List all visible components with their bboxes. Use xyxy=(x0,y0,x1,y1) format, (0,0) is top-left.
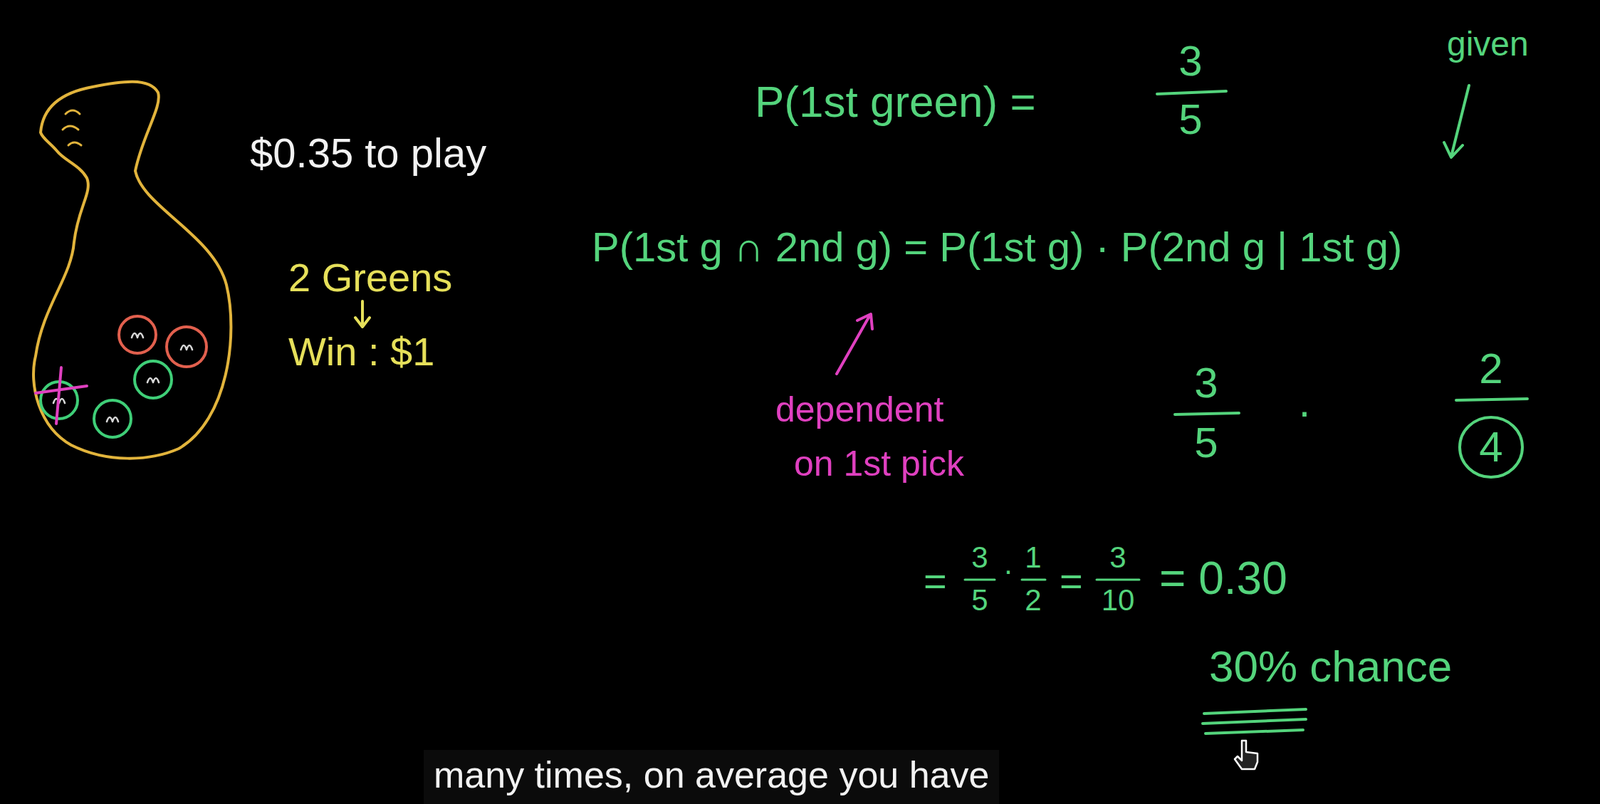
operator: · xyxy=(1003,555,1014,586)
red-ball xyxy=(118,316,156,354)
fraction-bar xyxy=(1021,578,1046,582)
fraction-digit: 1 xyxy=(1024,542,1042,573)
cursor-hand xyxy=(1234,740,1258,770)
operator: = xyxy=(923,561,948,601)
operator: · xyxy=(1297,390,1312,433)
result: = 0.30 xyxy=(1159,555,1288,601)
result-note: 30% chance xyxy=(1209,644,1452,689)
fraction-digit: 3 xyxy=(971,542,988,573)
rule-note: Win : $1 xyxy=(288,331,435,372)
fraction-digit: 10 xyxy=(1101,585,1136,616)
fraction-bar xyxy=(964,578,995,582)
fraction-digit: 2 xyxy=(1024,585,1042,616)
fraction-digit: 3 xyxy=(1178,39,1202,83)
fraction-bar xyxy=(1174,412,1239,415)
cross-out xyxy=(35,367,87,424)
fraction-digit: 5 xyxy=(1178,98,1202,141)
fraction-digit: 3 xyxy=(1109,542,1126,573)
vase-neck-scribble xyxy=(62,110,82,146)
operator: = xyxy=(1059,561,1084,601)
fraction-digit: 2 xyxy=(1478,347,1503,391)
green-ball xyxy=(134,361,172,399)
annotation: given xyxy=(1446,27,1529,62)
annotation: on 1st pick xyxy=(793,445,965,482)
fraction-digit: 5 xyxy=(971,585,988,616)
price-note: $0.35 to play xyxy=(249,132,487,174)
red-ball xyxy=(166,326,207,367)
equation: P(1st g ∩ 2nd g) = P(1st g) · P(2nd g | … xyxy=(591,226,1403,268)
double-underline xyxy=(1202,709,1306,734)
fraction-digit: 5 xyxy=(1194,421,1218,465)
given-arrow xyxy=(1444,85,1469,158)
down-arrow xyxy=(355,301,370,327)
annotation: dependent xyxy=(775,391,944,428)
fraction-bar xyxy=(1096,578,1140,582)
ball-marks xyxy=(53,333,193,422)
rule-note: 2 Greens xyxy=(288,257,453,298)
vase-outline xyxy=(33,81,231,459)
fraction-bar xyxy=(1157,91,1227,94)
subtitle-caption: many times, on average you have xyxy=(423,749,1000,804)
green-ball xyxy=(93,400,132,438)
fraction-bar xyxy=(1456,398,1528,401)
fraction-digit: 4 xyxy=(1478,425,1503,469)
equation: P(1st green) = xyxy=(754,79,1037,124)
fraction-digit: 3 xyxy=(1194,361,1218,405)
circle-mark xyxy=(1459,417,1523,478)
dependent-arrow xyxy=(836,314,873,374)
